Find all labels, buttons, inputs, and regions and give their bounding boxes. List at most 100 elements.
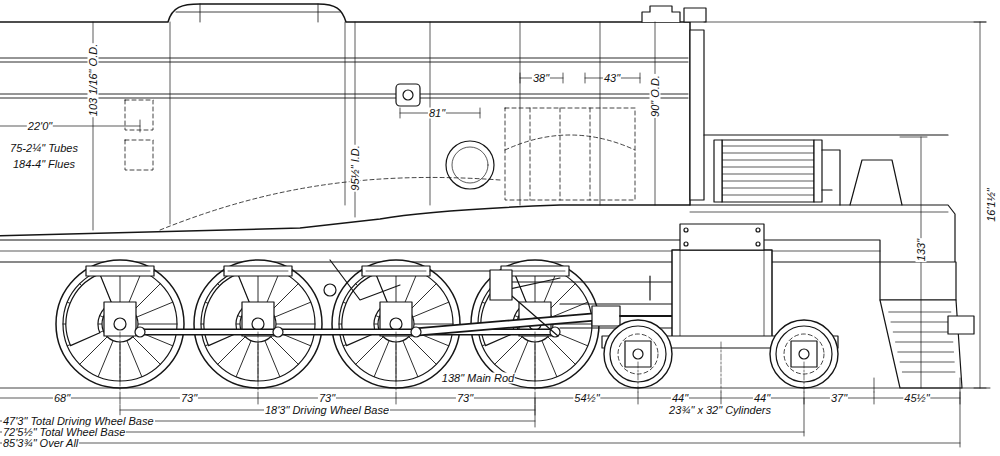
center-line xyxy=(535,332,536,392)
crank-pin xyxy=(411,327,421,337)
heater-tube xyxy=(722,167,814,168)
heater-tube xyxy=(722,195,814,196)
dome-band xyxy=(318,4,319,22)
dimension-label: 73" xyxy=(456,393,474,404)
wheel-spoke xyxy=(548,284,576,312)
dimension-label: 37" xyxy=(830,393,848,404)
cylinder xyxy=(672,250,772,342)
headlight xyxy=(684,8,706,22)
reverse-linkage xyxy=(330,260,400,300)
leaf-spring xyxy=(228,271,288,272)
extension-line xyxy=(804,398,805,436)
piston-rod xyxy=(620,315,672,317)
dimension-line xyxy=(0,443,960,444)
boiler-fitting xyxy=(403,90,413,100)
dimension-label: 73" xyxy=(180,393,198,404)
axle xyxy=(114,318,126,330)
dimension-label: 95½" I.D. xyxy=(350,144,361,191)
cylinder-head xyxy=(680,250,681,342)
pilot-beam xyxy=(880,262,956,300)
wheel-spoke xyxy=(403,341,418,377)
wheel-spoke xyxy=(495,337,523,365)
extension-line xyxy=(960,378,961,447)
dimension-tick xyxy=(563,73,564,83)
dimension-label: 44" xyxy=(753,393,771,404)
hidden-detail xyxy=(125,140,153,170)
pilot-slat xyxy=(896,342,953,343)
cylinder-head xyxy=(764,250,765,342)
wheel-spoke xyxy=(98,341,113,377)
center-line xyxy=(258,332,259,392)
heater-tube xyxy=(722,181,814,182)
bolt xyxy=(756,242,760,246)
dimension-label: 103 1/16" O.D. xyxy=(88,43,99,117)
jacket-seam xyxy=(520,22,521,205)
equalizer xyxy=(292,270,362,271)
axle xyxy=(252,318,264,330)
dome-band xyxy=(176,12,340,13)
center-line xyxy=(396,332,397,392)
dimension-label: 43" xyxy=(603,73,621,84)
dimension-label: 38" xyxy=(532,73,550,84)
extension-line xyxy=(900,137,927,138)
dimension-tick xyxy=(480,108,481,118)
boiler-band xyxy=(0,62,688,63)
wheel-spoke xyxy=(356,337,384,365)
dimension-tick xyxy=(400,108,401,118)
locomotive-elevation xyxy=(0,4,990,447)
boiler-band xyxy=(0,94,688,95)
link-support xyxy=(490,270,512,300)
wheel-spoke xyxy=(133,284,161,312)
eccentric-rod xyxy=(505,278,560,336)
wheel-spoke xyxy=(409,284,437,312)
leaf-spring xyxy=(505,271,565,272)
front-end-hidden xyxy=(590,108,591,200)
boiler-band xyxy=(0,58,688,59)
dimension-line xyxy=(0,126,140,127)
heater-tube xyxy=(722,174,814,175)
extension-line xyxy=(874,378,875,392)
dimension-tick xyxy=(974,22,986,23)
dry-pipe xyxy=(160,177,500,230)
equalizer xyxy=(154,270,224,271)
wheel-spoke xyxy=(80,337,108,365)
guide-bar xyxy=(560,303,672,304)
dimension-label: 44" xyxy=(671,393,689,404)
smokebox-front xyxy=(690,30,704,200)
crank-pin xyxy=(550,327,560,337)
dimension-tick xyxy=(974,388,986,389)
dimension-tick xyxy=(874,392,875,404)
wheel-spoke xyxy=(236,341,251,377)
dimension-tick xyxy=(120,392,121,404)
crosshead xyxy=(592,306,620,326)
pilot-slat xyxy=(900,362,954,363)
dimension-label: 184-4" Flues xyxy=(12,159,76,170)
center-line xyxy=(721,342,722,392)
truck-wheel-rim xyxy=(776,326,832,382)
front-bracket xyxy=(850,160,902,205)
wheel-spoke xyxy=(275,302,311,317)
reverse-shaft xyxy=(324,284,336,296)
center-line xyxy=(120,332,121,392)
dimension-label: 54½" xyxy=(573,393,600,404)
wheel-spoke xyxy=(127,341,142,377)
smokestack xyxy=(642,6,680,22)
dimension-tick xyxy=(585,73,586,83)
bolt xyxy=(684,228,688,232)
dimension-label: 16'1½" xyxy=(986,187,997,223)
dimension-line xyxy=(980,22,981,388)
jacket-seam xyxy=(600,22,601,205)
dimension-label: 75-2¼" Tubes xyxy=(9,143,79,154)
leaf-spring xyxy=(90,271,150,272)
heater-tube xyxy=(722,146,814,147)
extension-line xyxy=(535,398,536,427)
running-board xyxy=(690,205,955,262)
combination-lever xyxy=(649,276,650,300)
rail-line xyxy=(0,388,990,389)
dimension-label: 22'0" xyxy=(27,121,53,132)
leaf-spring xyxy=(86,266,154,276)
heater-pipe xyxy=(822,189,832,190)
